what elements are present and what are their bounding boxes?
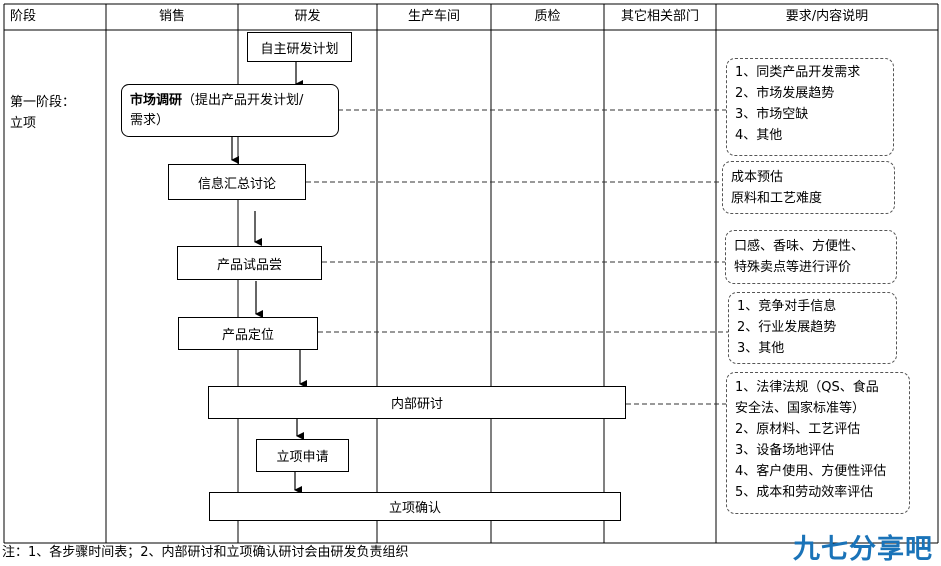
header-other-depts: 其它相关部门 — [620, 9, 699, 24]
step-info-discussion: 信息汇总讨论 — [168, 164, 306, 200]
stage-subtitle: 立项 — [10, 116, 37, 131]
market-research-detail: （提出产品开发计划/ — [182, 93, 304, 108]
note-line: 4、其他 — [735, 128, 783, 143]
step-project-application: 立项申请 — [256, 439, 349, 472]
note-review: 1、法律法规（QS、食品 安全法、国家标准等） 2、原材料、工艺评估 3、设备场… — [726, 372, 910, 514]
note-line: 1、同类产品开发需求 — [735, 65, 861, 80]
footnote: 注：1、各步骤时间表；2、内部研讨和立项确认研讨会由研发负责组织 — [2, 545, 409, 560]
note-line: 3、市场空缺 — [735, 107, 809, 122]
stage-title: 第一阶段： — [10, 95, 76, 110]
header-qc: 质检 — [534, 9, 561, 24]
step-project-confirmation: 立项确认 — [209, 492, 621, 521]
note-line: 1、竞争对手信息 — [737, 299, 837, 314]
market-research-detail-line2: 需求） — [130, 113, 170, 128]
step-product-positioning: 产品定位 — [178, 317, 318, 350]
note-info: 成本预估 原料和工艺难度 — [722, 161, 895, 214]
note-line: 原料和工艺难度 — [731, 191, 823, 206]
header-stage: 阶段 — [10, 9, 37, 24]
step-self-rd-plan: 自主研发计划 — [247, 32, 352, 62]
note-line: 2、市场发展趋势 — [735, 86, 835, 101]
note-line: 3、设备场地评估 — [735, 443, 835, 458]
header-sales: 销售 — [158, 9, 185, 24]
market-research-title: 市场调研 — [130, 93, 183, 108]
header-rd: 研发 — [294, 9, 321, 24]
step-product-tasting: 产品试品尝 — [177, 246, 322, 280]
note-line: 成本预估 — [731, 170, 784, 185]
note-line: 口感、香味、方便性、 — [734, 239, 865, 254]
watermark-logo: 九七分享吧 — [793, 534, 933, 565]
note-line: 1、法律法规（QS、食品 — [735, 380, 879, 395]
header-workshop: 生产车间 — [407, 9, 460, 24]
step-market-research: 市场调研（提出产品开发计划/ 需求） — [121, 84, 339, 137]
note-line: 特殊卖点等进行评价 — [734, 260, 852, 275]
note-line: 4、客户使用、方便性评估 — [735, 464, 887, 479]
note-line: 2、行业发展趋势 — [737, 320, 837, 335]
note-line: 3、其他 — [737, 341, 785, 356]
note-market: 1、同类产品开发需求 2、市场发展趋势 3、市场空缺 4、其他 — [726, 58, 894, 156]
note-line: 5、成本和劳动效率评估 — [735, 485, 874, 500]
note-positioning: 1、竞争对手信息 2、行业发展趋势 3、其他 — [728, 292, 897, 364]
header-requirements: 要求/内容说明 — [785, 9, 869, 24]
note-line: 2、原材料、工艺评估 — [735, 422, 861, 437]
note-line: 安全法、国家标准等） — [735, 401, 866, 416]
step-internal-review: 内部研讨 — [208, 386, 626, 419]
note-tasting: 口感、香味、方便性、 特殊卖点等进行评价 — [725, 230, 897, 284]
